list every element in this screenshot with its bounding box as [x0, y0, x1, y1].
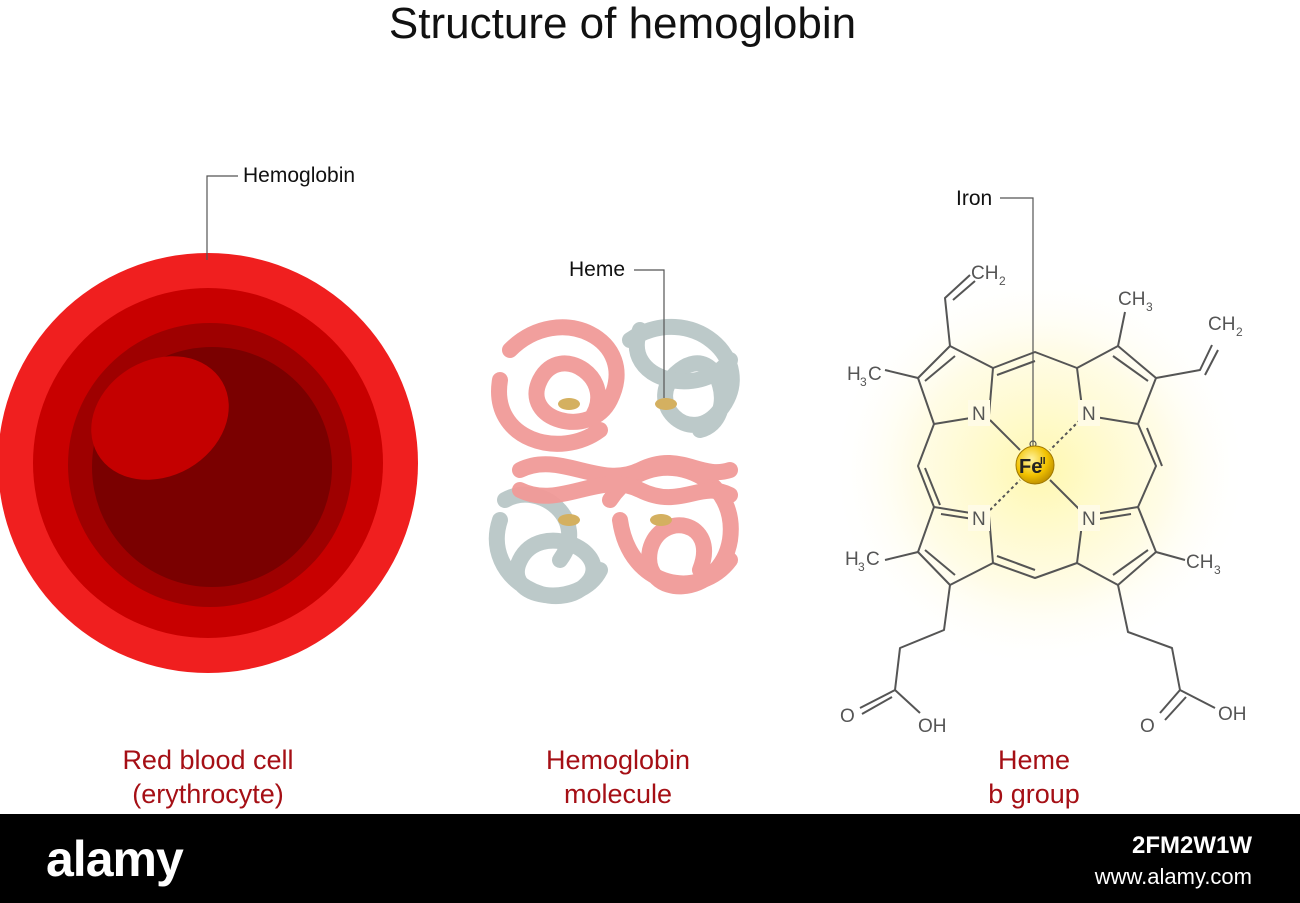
footer-bar: alamy 2FM2W1W www.alamy.com — [0, 814, 1300, 903]
iron-label: Iron — [956, 187, 993, 210]
alamy-logo: alamy — [46, 831, 184, 887]
site-url: www.alamy.com — [1094, 864, 1252, 889]
fe-oxidation: II — [1040, 456, 1046, 467]
h3c-c-2: C — [866, 549, 880, 570]
heme-caption-line1: Heme — [997, 745, 1071, 775]
heme-caption-line2: b group — [988, 779, 1080, 809]
diagram-canvas: Fe II N N N N CH 2 CH 3 CH 2 H 3 C H 3 C… — [0, 175, 1250, 737]
molecule-caption: Hemoglobin molecule — [468, 743, 768, 811]
heme-leader-line — [634, 269, 665, 398]
ch2-label-2: CH — [1208, 314, 1235, 335]
h3c-h-1: H — [847, 364, 861, 385]
n-atom-3: N — [972, 509, 986, 530]
n-atom-1: N — [972, 404, 986, 425]
h3c-sub-1: 3 — [860, 375, 867, 389]
rbc-caption-line1: Red blood cell — [122, 745, 294, 775]
molecule-caption-line1: Hemoglobin — [545, 745, 691, 775]
page-title: Structure of hemoglobin — [388, 0, 857, 48]
h3c-h-2: H — [845, 549, 859, 570]
rbc-caption: Red blood cell (erythrocyte) — [58, 743, 358, 811]
ch3-label-1: CH — [1118, 289, 1145, 310]
heme-caption: Heme b group — [884, 743, 1184, 811]
fe-symbol: Fe — [1019, 456, 1042, 478]
atom-labels: N N N N CH 2 CH 3 CH 2 H 3 C H 3 C CH 3 … — [840, 263, 1247, 737]
molecule-caption-line2: molecule — [563, 779, 673, 809]
oh-label-1: OH — [918, 716, 947, 737]
hemoglobin-label: Hemoglobin — [243, 164, 356, 187]
o-label-1: O — [840, 706, 855, 727]
ch3-sub-1: 3 — [1146, 300, 1153, 314]
h3c-sub-2: 3 — [858, 560, 865, 574]
ch2-sub-1: 2 — [999, 274, 1006, 288]
hemoglobin-molecule — [488, 319, 740, 605]
ch2-label-1: CH — [971, 263, 998, 284]
ch2-sub-2: 2 — [1236, 325, 1243, 339]
rbc-caption-line2: (erythrocyte) — [132, 779, 284, 809]
heme-groups — [558, 398, 677, 526]
red-blood-cell — [0, 253, 418, 673]
o-label-2: O — [1140, 716, 1155, 737]
n-atom-2: N — [1082, 404, 1096, 425]
ch3-sub-2: 3 — [1214, 563, 1221, 577]
n-atom-4: N — [1082, 509, 1096, 530]
iron-atom: Fe II — [1015, 445, 1055, 485]
h3c-c-1: C — [868, 364, 882, 385]
iron-leader-line — [1000, 197, 1034, 446]
ch3-label-2: CH — [1186, 552, 1213, 573]
oh-label-2: OH — [1218, 704, 1247, 725]
heme-label: Heme — [569, 258, 626, 281]
hemoglobin-leader-line — [206, 175, 238, 260]
image-code: 2FM2W1W — [1132, 832, 1252, 859]
